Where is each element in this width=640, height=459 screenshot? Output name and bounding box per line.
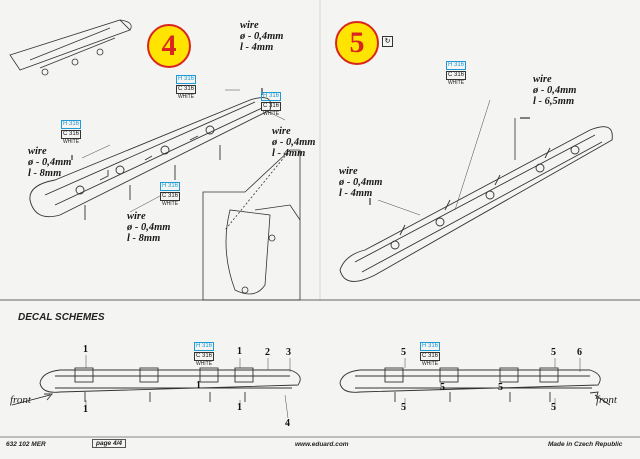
recycle-icon: ↻ [382, 36, 393, 47]
decal-number: 1 [237, 346, 242, 357]
footer-url: www.eduard.com [295, 441, 349, 448]
step-4-number: 4 [161, 29, 177, 62]
step-4-badge: 4 [147, 24, 191, 68]
decal-number: 1 [83, 344, 88, 355]
decal-number: 5 [401, 347, 406, 358]
inset-detail [9, 19, 132, 76]
decal-right-rack [339, 367, 611, 406]
front-label: front [10, 394, 31, 406]
front-label: front [596, 394, 617, 406]
decal-number: 2 [265, 347, 270, 358]
decal-number: 5 [551, 347, 556, 358]
decal-number: 1 [237, 402, 242, 413]
footer-page: page 4/4 [92, 439, 127, 448]
decal-left-rack [11, 367, 301, 406]
step5-rack [339, 117, 613, 282]
decal-number: 5 [440, 382, 445, 393]
decal-number: 3 [286, 347, 291, 358]
step4-rack [29, 88, 272, 220]
step-5-number: 5 [349, 26, 365, 59]
decal-number: 5 [401, 402, 406, 413]
decal-number: 4 [285, 418, 290, 429]
detail-inset [202, 149, 301, 301]
decal-number: 1 [83, 404, 88, 415]
decal-number: 5 [551, 402, 556, 413]
footer-code: 632 102 MER [6, 441, 46, 448]
step-5-badge: 5 [335, 21, 379, 65]
decal-number: 5 [498, 382, 503, 393]
decal-schemes-heading: DECAL SCHEMES [18, 312, 105, 323]
footer-made: Made in Czech Republic [548, 441, 623, 448]
decal-number: 6 [577, 347, 582, 358]
decal-number: 1 [196, 380, 201, 391]
